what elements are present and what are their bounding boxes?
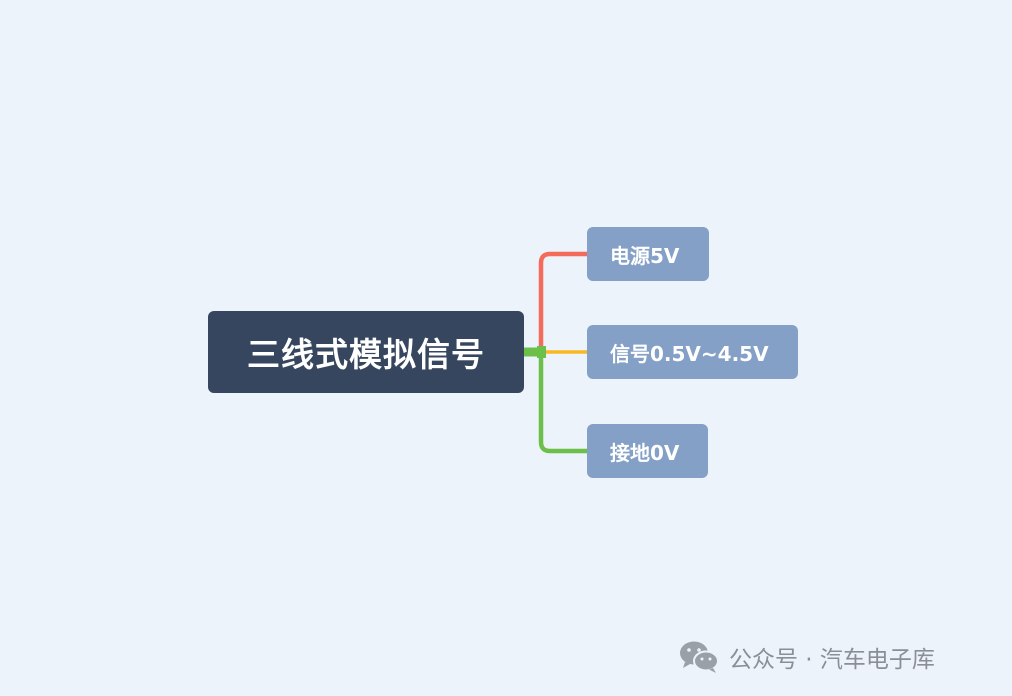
branch-line-ground: [538, 349, 591, 454]
subtopic-power[interactable]: 电源5V: [587, 227, 709, 281]
branch-line-power: [538, 251, 591, 355]
subtopic-signal[interactable]: 信号0.5V~4.5V: [587, 325, 798, 379]
subtopic-power-label: 电源5V: [610, 243, 680, 268]
subtopic-ground[interactable]: 接地0V: [587, 424, 708, 478]
wechat-icon: [679, 640, 719, 674]
watermark: 公众号 · 汽车电子库: [679, 637, 935, 677]
root-topic-label: 三线式模拟信号: [247, 335, 485, 374]
junction-node: [537, 346, 546, 358]
root-topic[interactable]: 三线式模拟信号: [208, 311, 524, 393]
subtopic-signal-label: 信号0.5V~4.5V: [610, 341, 769, 366]
subtopic-ground-label: 接地0V: [610, 440, 680, 465]
watermark-text: 公众号 · 汽车电子库: [729, 647, 935, 673]
